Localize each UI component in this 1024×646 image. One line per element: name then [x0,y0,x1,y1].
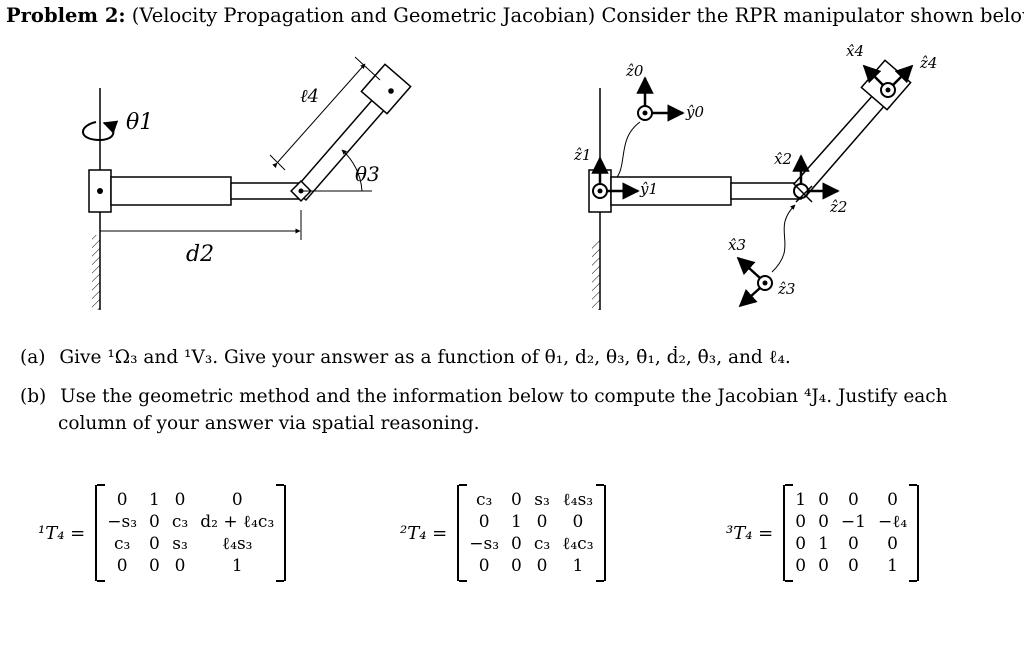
rotation-arrow-icon [82,120,119,142]
right-figure [588,59,914,310]
matrix-cell: 0 [818,512,829,532]
z1-label: ẑ1 [574,146,592,164]
joint1-dot [97,188,103,194]
theta1-label: θ1 [126,110,154,135]
end-effector-dot [388,88,394,94]
question-b-tag: (b) [20,386,47,407]
problem-text: (Velocity Propagation and Geometric Jaco… [125,4,1024,27]
x2-label: x̂2 [774,150,793,168]
matrix-cell: 1 [572,556,584,576]
matrix-cell: 0 [818,556,829,576]
matrix-cell: 0 [231,490,243,510]
matrix-cell: s₃ [172,534,188,554]
matrix-cell: 1 [511,512,522,532]
y1-label: ŷ1 [640,180,659,198]
matrix-cell: 0 [511,556,522,576]
matrix-cell: 0 [116,556,128,576]
z4-label: ẑ4 [920,54,938,72]
matrix-cell: 0 [795,556,807,576]
matrix-cell: ℓ₄s₃ [221,534,253,554]
matrix-cell: c₃ [475,490,493,510]
matrix-cell: 0 [478,556,490,576]
question-b-line2: column of your answer via spatial reason… [58,413,480,434]
matrix-cell: 0 [536,512,548,532]
matrix-cell: 0 [149,556,160,576]
left-figure [82,56,412,310]
matrix-cell: 0 [887,534,898,554]
theta3-arc [341,149,363,192]
question-a-tag: (a) [20,347,46,368]
matrix-cell: −s₃ [107,512,138,532]
matrix-cell: 1 [887,556,898,576]
end-effector-box [360,63,412,115]
x3-label: x̂3 [728,236,747,254]
l4-label: ℓ4 [300,86,319,107]
matrix-cell: 0 [572,512,584,532]
matrix-cell: 1 [795,490,807,510]
z4-axis [892,64,914,86]
matrix-cell: c₃ [533,534,551,554]
matrix-cell: 1 [818,534,829,554]
problem-number: Problem 2: [6,4,126,27]
question-b: (b) Use the geometric method and the inf… [20,386,948,407]
ground-hatch-right [592,240,600,310]
question-b-line1: Use the geometric method and the informa… [60,386,948,407]
matrix-cell: 0 [848,556,859,576]
matrix-cell: 0 [536,556,548,576]
z0-label: ẑ0 [626,62,644,80]
matrix-cell: 0 [818,490,829,510]
matrix-label: ¹T₄ = [38,522,86,544]
matrix-cell: −ℓ₄ [877,512,908,532]
matrix-cell: 0 [116,490,128,510]
matrix-cell: 1 [149,490,160,510]
z3-label: ẑ3 [778,280,796,298]
matrix-cell: 0 [511,534,522,554]
l4-dimension [272,63,366,169]
matrix-cell: 0 [848,534,859,554]
problem-statement: Problem 2: (Velocity Propagation and Geo… [6,4,1024,27]
matrix-cell: −s₃ [469,534,500,554]
matrix-cell: 0 [149,534,160,554]
d2-label: d2 [186,242,215,267]
question-a-text: Give ¹Ω₃ and ¹V₃. Give your answer as a … [59,347,791,368]
matrix-cell: 0 [795,512,807,532]
matrix-label: ²T₄ = [400,522,448,544]
matrix-cell: 0 [795,534,807,554]
ground-hatch [92,235,100,310]
z3-axis [738,287,761,308]
y0-label: ŷ0 [686,103,705,121]
question-a: (a) Give ¹Ω₃ and ¹V₃. Give your answer a… [20,347,791,369]
matrix-cell: 0 [174,556,186,576]
matrix-cell: 0 [848,490,859,510]
matrix-cell: 0 [478,512,490,532]
manipulator-figures [82,56,914,310]
matrix-cell: c₃ [171,512,189,532]
matrix-cell: s₃ [534,490,550,510]
matrix-label: ³T₄ = [726,522,774,544]
prismatic-sleeve [110,176,232,206]
matrix-cell: 1 [231,556,243,576]
matrix-cell: c₃ [113,534,131,554]
matrix-cell: −1 [840,512,866,532]
matrix-cell: 0 [174,490,186,510]
matrix-cell: ℓ₄c₃ [562,534,594,554]
matrix-cell: 0 [149,512,160,532]
matrix-cell: d₂ + ℓ₄c₃ [200,512,275,532]
matrix-cell: ℓ₄s₃ [562,490,594,510]
matrix-cell: 0 [887,490,898,510]
z2-label: ẑ2 [830,198,848,216]
theta3-label: θ3 [355,162,380,186]
matrix-cell: 0 [511,490,522,510]
x3-axis [736,256,761,279]
x4-axis [862,64,884,86]
x4-label: x̂4 [846,42,865,60]
